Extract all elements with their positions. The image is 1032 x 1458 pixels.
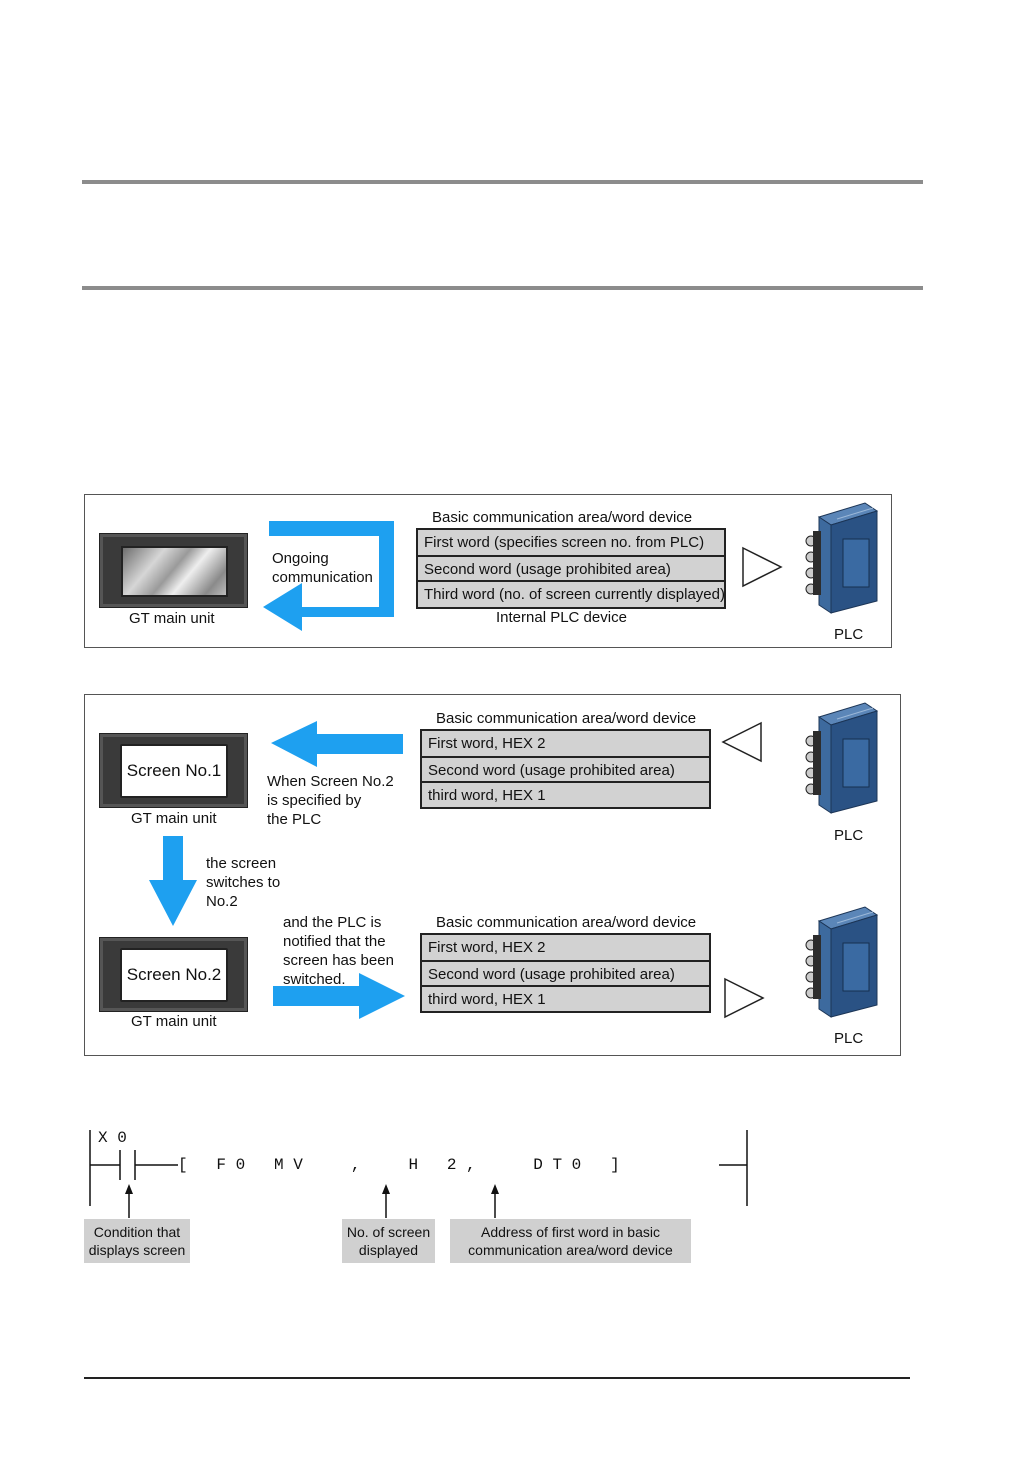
triangle-right-icon bbox=[742, 546, 783, 588]
device-table-title: Basic communication area/word device bbox=[432, 509, 693, 526]
plc-label: PLC bbox=[834, 626, 864, 643]
gt-display-screen bbox=[121, 546, 228, 597]
device-row-first-1: First word, HEX 2 bbox=[428, 735, 546, 752]
plc-label-2: PLC bbox=[834, 1030, 864, 1047]
device-row-second-1: Second word (usage prohibited area) bbox=[422, 756, 709, 781]
when-text-line1: When Screen No.2 bbox=[267, 773, 394, 790]
device-table: First word (specifies screen no. from PL… bbox=[416, 528, 726, 609]
footer-rule bbox=[84, 1377, 910, 1379]
note-condition-line1: Condition that bbox=[93, 1224, 181, 1240]
internal-plc-device-caption: Internal PLC device bbox=[496, 609, 627, 626]
gt-main-unit bbox=[99, 533, 248, 608]
header-rule-top bbox=[82, 180, 923, 184]
triangle-left-icon bbox=[721, 721, 762, 763]
device-row-first-2: First word, HEX 2 bbox=[428, 939, 546, 956]
device-table-2: First word, HEX 2 Second word (usage pro… bbox=[420, 933, 711, 1013]
note-screen-no-line1: No. of screen bbox=[346, 1224, 431, 1240]
plc-unit-icon bbox=[805, 502, 879, 614]
switch-text-line1: the screen bbox=[206, 855, 277, 872]
header-rule-bottom bbox=[82, 286, 923, 290]
device-row-first: First word (specifies screen no. from PL… bbox=[424, 534, 705, 551]
arrow-right-icon bbox=[273, 973, 405, 1019]
comm-label-line2: communication bbox=[272, 569, 373, 586]
ladder-instruction: [ F 0 M V , H 2 , D T 0 ] bbox=[178, 1156, 620, 1174]
note-address: Address of first word in basic communica… bbox=[450, 1219, 691, 1263]
device-row-third-1: third word, HEX 1 bbox=[422, 781, 709, 806]
screen1-label: Screen No.1 bbox=[120, 744, 228, 798]
device-row-third: Third word (no. of screen currently disp… bbox=[418, 580, 725, 605]
note-screen-no-line2: displayed bbox=[358, 1242, 419, 1258]
gt-main-unit-label-1: GT main unit bbox=[131, 810, 217, 827]
switch-text-line3: No.2 bbox=[206, 893, 238, 910]
plc-unit-icon-2 bbox=[805, 906, 879, 1018]
comm-label-line1: Ongoing bbox=[272, 550, 329, 567]
note-address-line1: Address of first word in basic bbox=[481, 1224, 660, 1240]
notify-text-line4: switched. bbox=[283, 971, 346, 988]
arrow-down-icon bbox=[149, 836, 197, 926]
device-row-second: Second word (usage prohibited area) bbox=[418, 555, 724, 580]
plc-unit-icon-1 bbox=[805, 702, 879, 814]
device-table-title-1: Basic communication area/word device bbox=[436, 710, 697, 727]
device-row-third-2: third word, HEX 1 bbox=[422, 985, 709, 1010]
gt-main-unit-screen2: Screen No.2 bbox=[99, 937, 248, 1012]
notify-text-line2: notified that the bbox=[283, 933, 386, 950]
arrow-left-icon bbox=[271, 721, 403, 767]
notify-text-line1: and the PLC is bbox=[283, 914, 382, 931]
note-screen-no: No. of screen displayed bbox=[342, 1219, 435, 1263]
notify-text-line3: screen has been bbox=[283, 952, 394, 969]
plc-label-1: PLC bbox=[834, 827, 864, 844]
note-address-line2: communication area/word device bbox=[468, 1242, 673, 1258]
loop-arrow-icon bbox=[263, 521, 394, 631]
diagram-screen-switching: Screen No.1 GT main unit When Screen No.… bbox=[84, 694, 901, 1056]
screen2-label: Screen No.2 bbox=[120, 948, 228, 1002]
when-text-line2: is specified by bbox=[267, 792, 362, 809]
gt-main-unit-screen1: Screen No.1 bbox=[99, 733, 248, 808]
note-condition: Condition that displays screen bbox=[84, 1219, 190, 1263]
diagram-ongoing-communication: GT main unit Ongoing communication Basic… bbox=[84, 494, 892, 648]
device-table-title-2: Basic communication area/word device bbox=[436, 914, 697, 931]
note-condition-line2: displays screen bbox=[88, 1242, 186, 1258]
ladder-program: X 0 [ F 0 M V , H 2 , D T 0 ] Condition … bbox=[84, 1126, 764, 1266]
gt-main-unit-label: GT main unit bbox=[129, 610, 215, 627]
device-table-1: First word, HEX 2 Second word (usage pro… bbox=[420, 729, 711, 809]
triangle-right-icon-2 bbox=[724, 977, 765, 1019]
switch-text-line2: switches to bbox=[206, 874, 281, 891]
when-text-line3: the PLC bbox=[267, 811, 322, 828]
contact-label: X 0 bbox=[98, 1129, 127, 1147]
device-row-second-2: Second word (usage prohibited area) bbox=[422, 960, 709, 985]
ladder-lines bbox=[89, 1130, 748, 1218]
gt-main-unit-label-2: GT main unit bbox=[131, 1013, 217, 1030]
